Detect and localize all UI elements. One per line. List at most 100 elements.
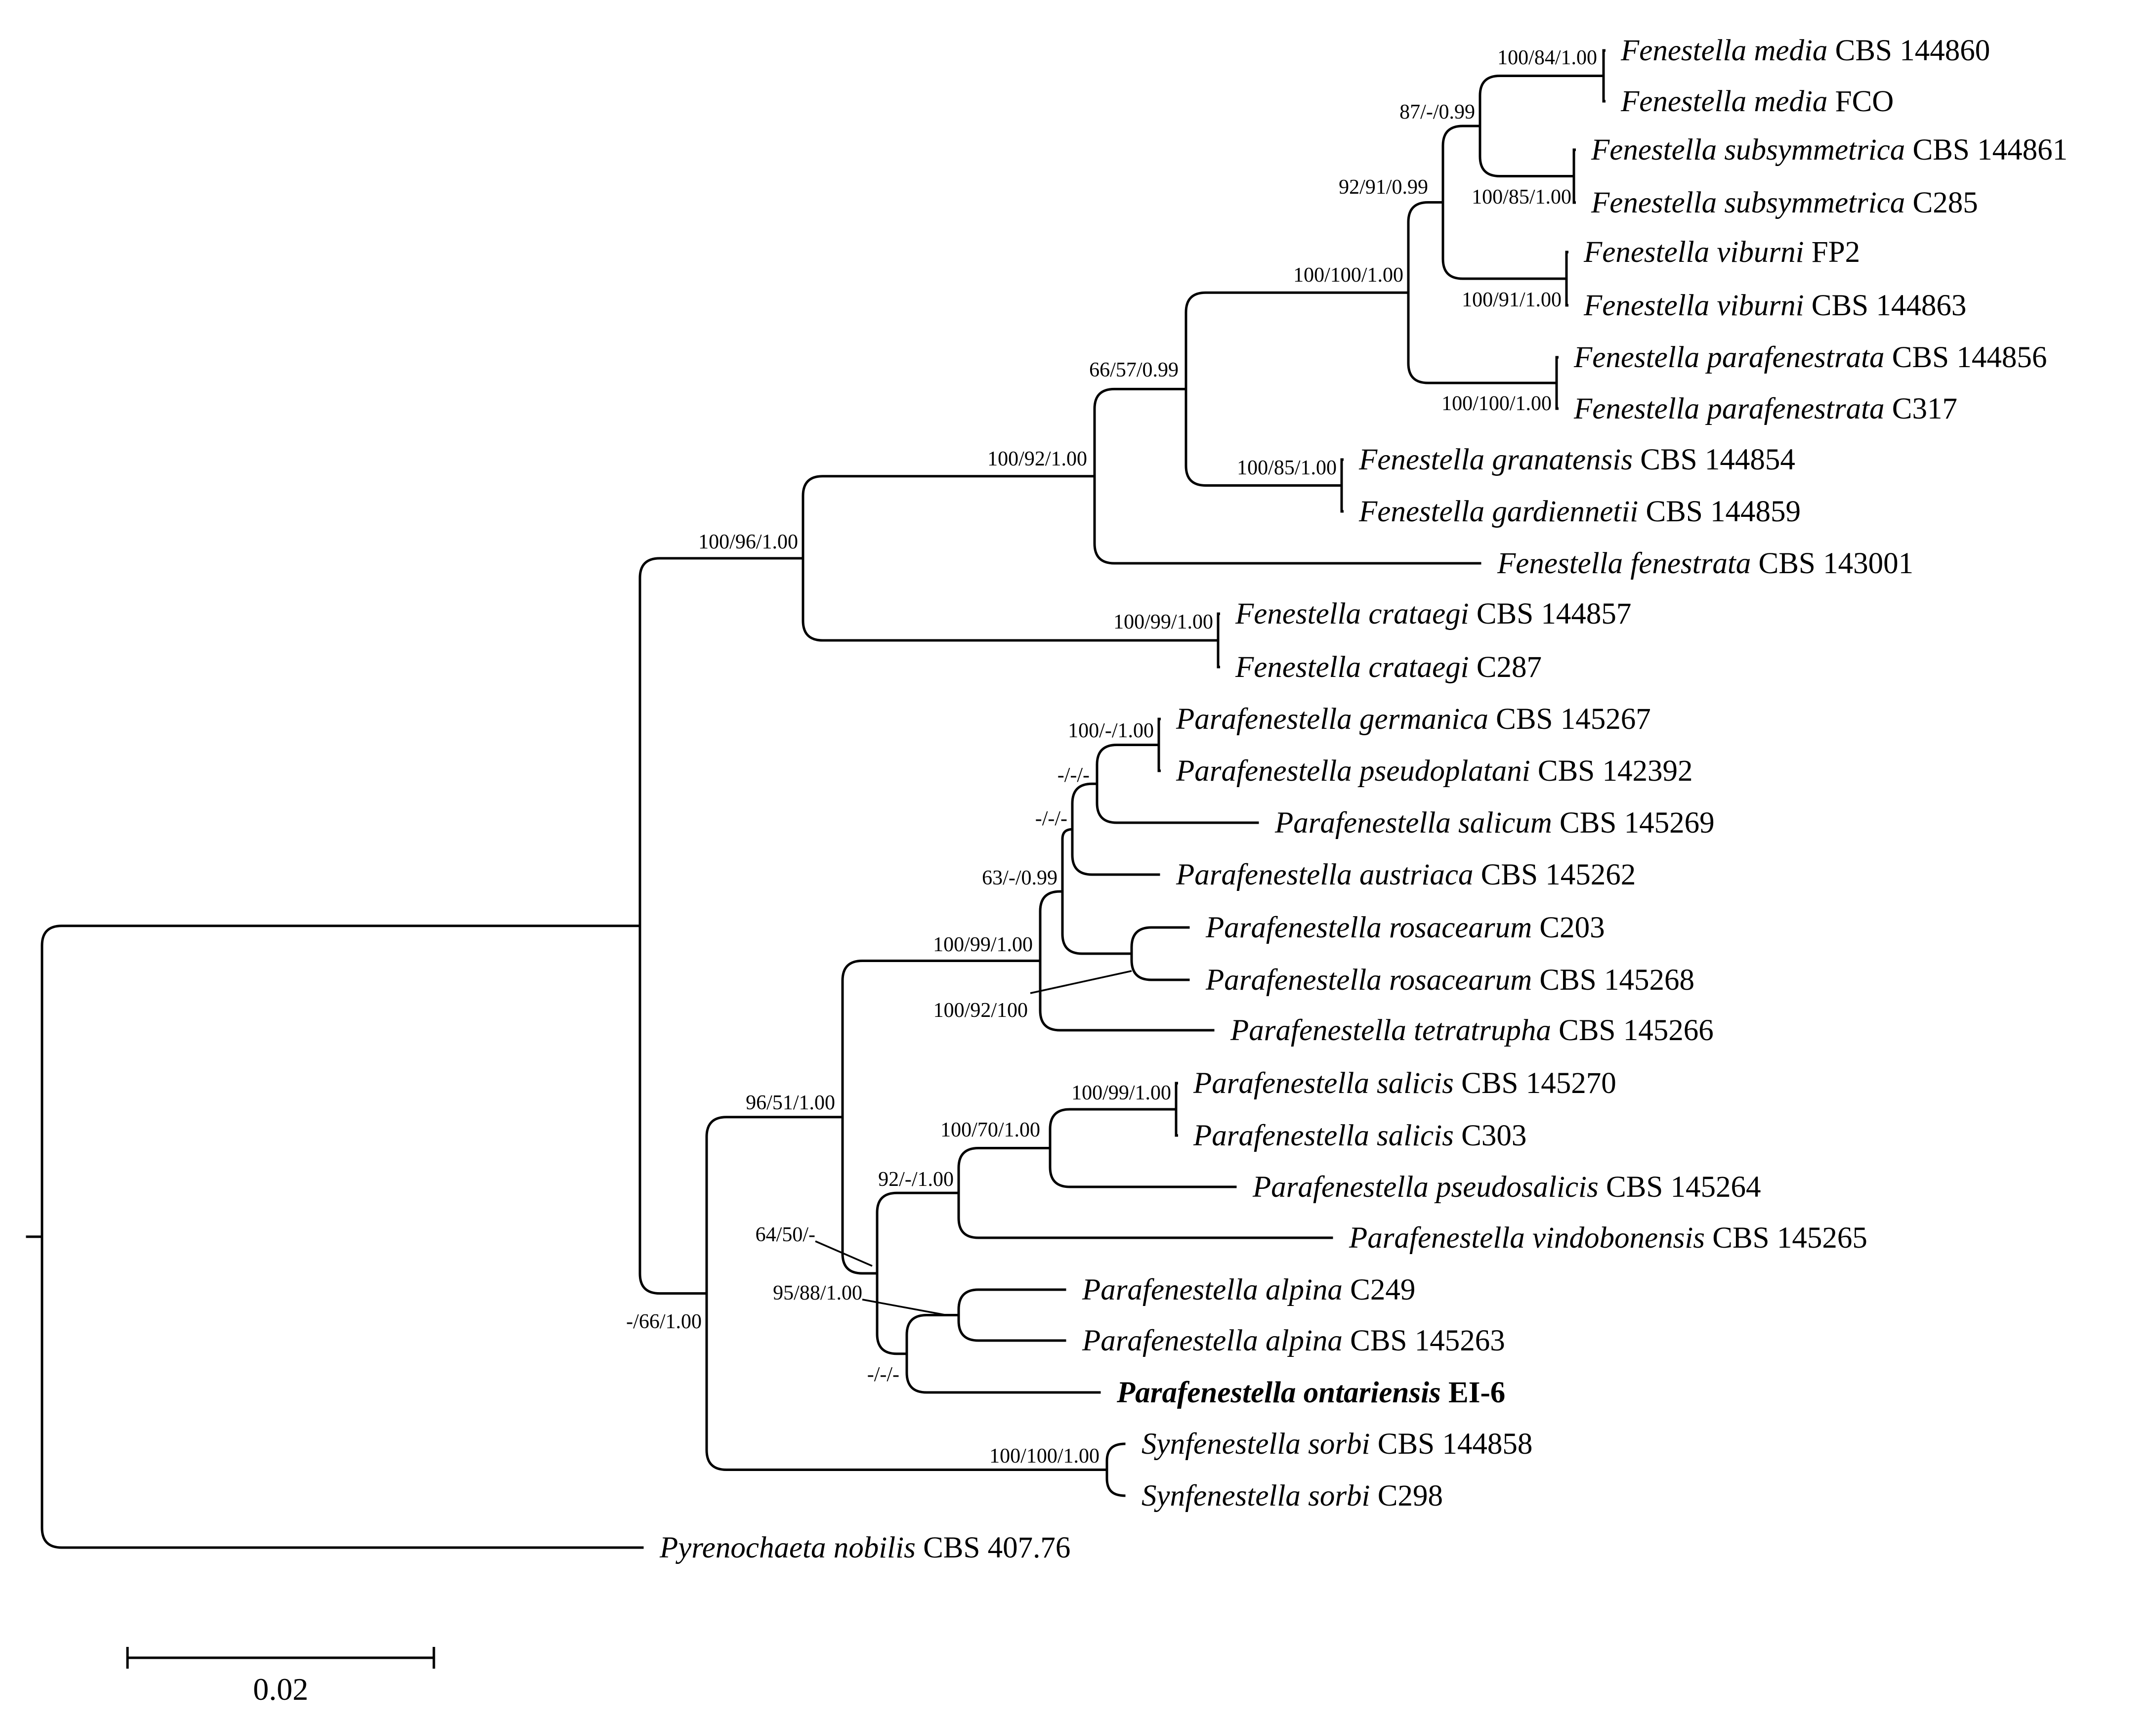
taxon-label: Synfenestella sorbi C298 [1141,1479,1443,1513]
strain-id: CBS 145269 [1552,806,1715,840]
tree-branch [957,1147,1052,1194]
tree-branch [1096,782,1259,824]
tree-branch [1572,175,1576,204]
support-value: 100/99/1.00 [1071,1082,1171,1104]
taxon-name: Fenestella parafenestrata [1573,392,1885,425]
taxon-name: Parafenestella rosacearum [1205,964,1532,997]
taxon-label: Parafenestella salicis C303 [1193,1119,1526,1152]
support-pointer-lines [815,970,1132,1316]
taxon-label: Parafenestella alpina C249 [1082,1273,1415,1306]
tree-branch [1602,49,1606,77]
taxon-name: Parafenestella vindobonensis [1349,1221,1705,1255]
support-value: 100/99/1.00 [1113,611,1213,633]
tree-branch [1039,960,1215,1032]
tree-branch [1217,639,1221,669]
taxon-label: Parafenestella germanica CBS 145267 [1176,703,1651,736]
tree-branch [1565,251,1569,280]
taxon-name: Parafenestella salicum [1274,806,1552,840]
tree-branch [1184,291,1410,390]
support-value: 100/70/1.00 [940,1119,1040,1141]
tree-branch [957,1191,1333,1239]
tree-branch [41,1235,644,1549]
tree-branch [802,475,1096,560]
support-value: 100/-/1.00 [1068,719,1154,742]
support-value: -/-/- [867,1363,899,1386]
taxon-name: Parafenestella pseudoplatani [1176,755,1530,788]
taxon-label: Fenestella parafenestrata CBS 144856 [1573,341,2047,374]
tree-branch [705,1292,1108,1471]
taxon-name: Parafenestella austriaca [1176,858,1473,891]
strain-id: C298 [1370,1479,1443,1513]
tree-branch [876,1191,960,1275]
tree-branch [1093,387,1187,478]
strain-id: CBS 145270 [1454,1067,1616,1100]
support-value: -/-/- [1035,807,1067,830]
support-value: 100/85/1.00 [1472,186,1571,209]
support-value: 100/100/1.00 [989,1445,1099,1468]
tree-branch [1340,458,1344,487]
strain-id: C203 [1532,911,1605,944]
strain-id: C303 [1454,1119,1526,1152]
support-value: 100/92/1.00 [987,448,1087,470]
strain-id: CBS 145266 [1551,1014,1714,1047]
strain-id: CBS 145263 [1343,1324,1505,1357]
tree-branch [1565,277,1569,307]
tree-branch [638,925,708,1295]
tree-branch [1555,381,1559,410]
tree-branch [1572,148,1576,177]
strain-id: CBS 145262 [1473,858,1636,891]
taxon-name: Parafenestella salicis [1193,1119,1454,1152]
tree-branch [1407,291,1558,384]
tree-branch [1340,484,1344,513]
support-value: 100/100/1.00 [1441,392,1552,415]
taxon-label: Parafenestella salicum CBS 145269 [1274,806,1715,840]
tree-branch [1093,475,1481,565]
taxon-label: Synfenestella sorbi CBS 144858 [1141,1428,1532,1461]
taxon-name: Synfenestella sorbi [1141,1479,1370,1513]
tree-branch [1130,926,1190,955]
taxon-name: Parafenestella salicis [1193,1067,1454,1100]
tree-branch [1175,1108,1179,1137]
tree-branch [1441,201,1568,280]
strain-id: FP2 [1804,236,1860,269]
taxon-label: Parafenestella rosacearum CBS 145268 [1205,964,1694,997]
support-values: 100/84/1.0087/-/0.99100/85/1.0092/91/0.9… [626,46,1597,1468]
taxon-name: Fenestella media [1620,34,1827,67]
taxon-label: Fenestella gardiennetii CBS 144859 [1358,495,1801,528]
strain-id: C317 [1885,392,1957,425]
taxon-name: Parafenestella pseudosalicis [1252,1171,1599,1204]
support-pointer-line [862,1299,947,1316]
taxon-label: Parafenestella pseudoplatani CBS 142392 [1176,755,1692,788]
taxon-name: Fenestella subsymmetrica [1591,186,1905,219]
taxon-name: Fenestella crataegi [1235,651,1469,684]
strain-id: C249 [1343,1273,1415,1306]
tree-branch [1407,201,1444,294]
support-value: 100/100/1.00 [1293,264,1403,287]
support-pointer-line [815,1240,873,1267]
taxon-name: Pyrenochaeta nobilis [659,1531,916,1564]
tree-branch [1157,744,1161,772]
taxon-label: Fenestella crataegi CBS 144857 [1235,597,1631,630]
tree-branch [1096,744,1160,785]
taxon-name: Fenestella granatensis [1358,443,1633,476]
taxon-label: Fenestella viburni FP2 [1583,236,1860,269]
support-value: 92/91/0.99 [1339,176,1428,199]
taxon-label: Parafenestella tetratrupha CBS 145266 [1230,1014,1714,1047]
taxon-label: Parafenestella pseudosalicis CBS 145264 [1252,1171,1761,1204]
tree-branch [41,925,641,1238]
taxon-label: Parafenestella alpina CBS 145263 [1082,1324,1505,1357]
strain-id: CBS 145264 [1599,1171,1761,1204]
support-value: 64/50/- [756,1223,815,1246]
taxon-name: Parafenestella germanica [1176,703,1488,736]
taxon-label: Parafenestella ontariensis EI-6 [1116,1376,1505,1409]
taxon-name: Parafenestella alpina [1082,1324,1343,1357]
strain-id: CBS 142392 [1530,755,1693,788]
strain-id: CBS 407.76 [916,1531,1071,1564]
strain-id: CBS 144863 [1804,289,1967,322]
tree-branch [1184,387,1343,487]
strain-id: CBS 143001 [1751,547,1913,580]
taxon-label: Fenestella media FCO [1620,85,1894,118]
tree-branch [905,1352,1101,1394]
strain-id: FCO [1827,85,1894,118]
